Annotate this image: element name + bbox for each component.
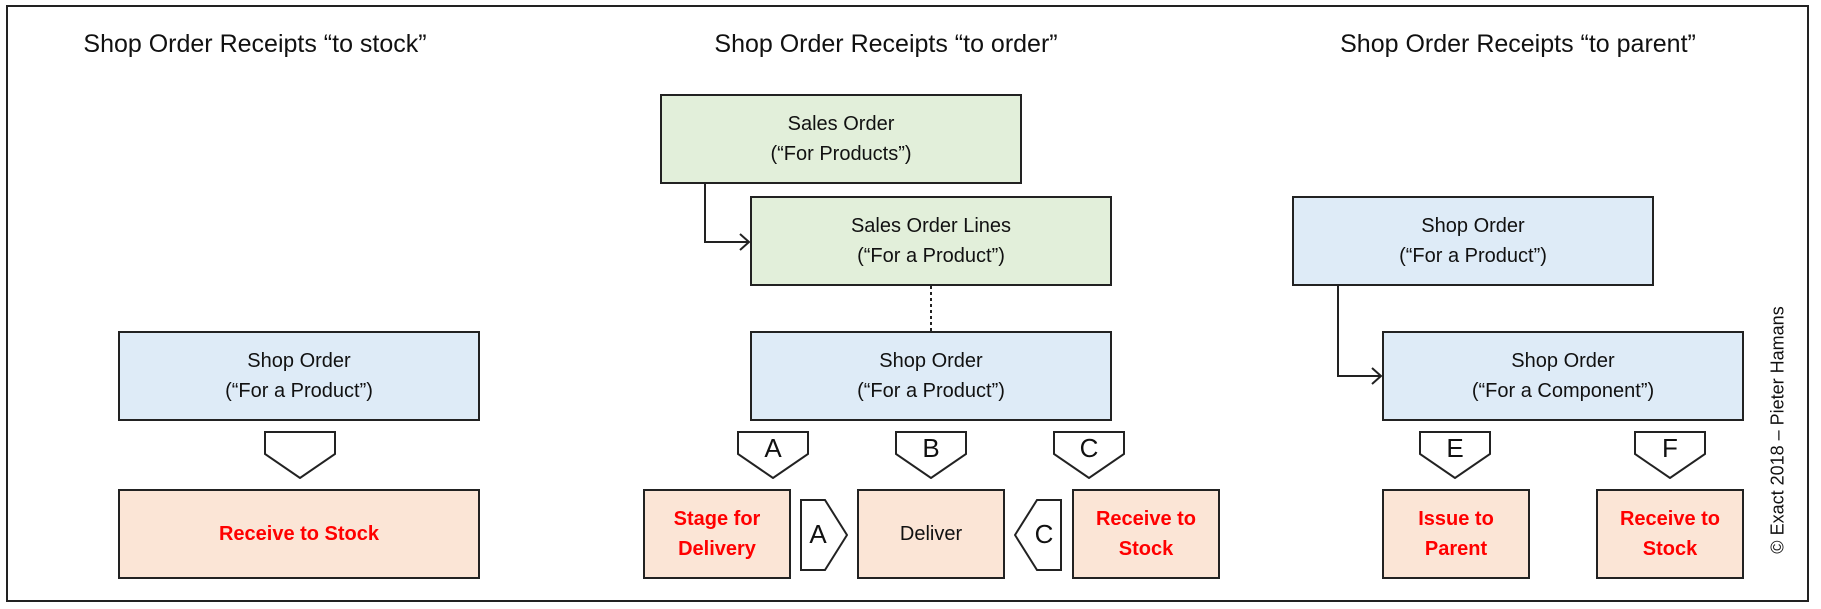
box-line2: (“For a Product”)	[225, 380, 373, 402]
box-line2: (“For Products”)	[770, 143, 912, 165]
chevron-e: E	[1419, 431, 1491, 480]
diagram-frame	[6, 5, 1809, 602]
action-line2: Stock	[1642, 538, 1698, 560]
chevron-b: B	[895, 431, 967, 480]
right-chevron-icon	[800, 499, 849, 571]
action-line1: Deliver	[899, 523, 963, 545]
receive-to-stock-box: Receive to Stock	[1596, 489, 1744, 579]
down-chevron-icon	[737, 431, 809, 480]
copyright-text: © Exact 2018 – Pieter Hamans	[1767, 306, 1788, 554]
down-chevron-icon	[1634, 431, 1706, 480]
left-chevron-icon	[1013, 499, 1062, 571]
action-line1: Issue to	[1418, 508, 1494, 530]
box-line2: (“For a Component”)	[1471, 380, 1655, 402]
down-chevron-icon	[264, 431, 336, 479]
shop-order-box: Shop Order (“For a Product”)	[750, 331, 1112, 421]
section-title-to-stock: Shop Order Receipts “to stock”	[83, 30, 427, 58]
action-line2: Parent	[1424, 538, 1488, 560]
down-chevron-icon	[895, 431, 967, 480]
chevron-f: F	[1634, 431, 1706, 480]
down-chevron-icon	[1419, 431, 1491, 480]
receive-to-stock-box: Receive to Stock	[118, 489, 480, 579]
box-line1: Shop Order	[247, 350, 351, 372]
sales-order-lines-box: Sales Order Lines (“For a Product”)	[750, 196, 1112, 286]
chevron-label: B	[922, 433, 940, 463]
chevron-label: A	[764, 433, 782, 463]
shop-order-box: Shop Order (“For a Product”)	[118, 331, 480, 421]
chevron-label: F	[1662, 433, 1678, 463]
side-chevron-c: C	[1013, 499, 1062, 571]
section-title-to-parent: Shop Order Receipts “to parent”	[1340, 30, 1696, 58]
chevron-label: A	[809, 519, 827, 549]
deliver-box: Deliver	[857, 489, 1005, 579]
issue-to-parent-box: Issue to Parent	[1382, 489, 1530, 579]
component-shop-order-box: Shop Order (“For a Component”)	[1382, 331, 1744, 421]
action-line1: Receive to	[1619, 508, 1721, 530]
action-line2: Stock	[1118, 538, 1174, 560]
sales-order-box: Sales Order (“For Products”)	[660, 94, 1022, 184]
section-title-to-order: Shop Order Receipts “to order”	[714, 30, 1058, 58]
box-line1: Shop Order	[1421, 215, 1525, 237]
down-chevron-icon	[1053, 431, 1125, 480]
box-line1: Shop Order	[879, 350, 983, 372]
chevron-c: C	[1053, 431, 1125, 480]
action-line1: Receive to	[1095, 508, 1197, 530]
action-line1: Stage for	[673, 508, 761, 530]
chevron-label: C	[1079, 433, 1099, 463]
box-line2: (“For a Product”)	[1399, 245, 1547, 267]
box-line2: (“For a Product”)	[857, 380, 1005, 402]
box-line2: (“For a Product”)	[857, 245, 1005, 267]
side-chevron-a: A	[800, 499, 849, 571]
box-line1: Sales Order Lines	[850, 215, 1012, 237]
chevron-label: C	[1034, 519, 1054, 549]
stage-for-delivery-box: Stage for Delivery	[643, 489, 791, 579]
chevron-a: A	[737, 431, 809, 480]
receive-to-stock-box: Receive to Stock	[1072, 489, 1220, 579]
action-line2: Delivery	[678, 538, 756, 560]
parent-shop-order-box: Shop Order (“For a Product”)	[1292, 196, 1654, 286]
box-line1: Sales Order	[787, 113, 895, 135]
action-label: Receive to Stock	[218, 523, 380, 545]
chevron-label: E	[1446, 433, 1464, 463]
box-line1: Shop Order	[1511, 350, 1615, 372]
